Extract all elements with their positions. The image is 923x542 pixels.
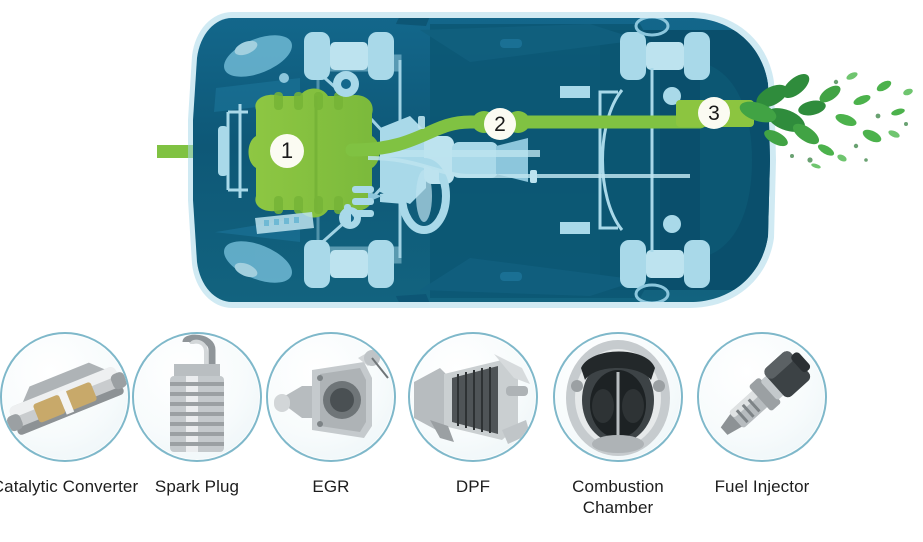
pedal-cluster xyxy=(344,186,374,226)
marker-2[interactable]: 2 xyxy=(484,108,516,140)
dpf-filter-thumbnail[interactable] xyxy=(408,332,538,462)
engine-block xyxy=(248,88,380,218)
car-cutaway-diagram: 1 2 3 xyxy=(157,12,913,308)
headlight-group xyxy=(224,35,292,283)
combustion-chamber-thumbnail[interactable] xyxy=(553,332,683,462)
marker-2-label: 2 xyxy=(494,113,506,136)
component-label: EGR xyxy=(312,477,350,496)
component-catalytic-converter[interactable]: Catalytic Converter xyxy=(0,332,140,497)
front-wheel-right xyxy=(304,240,394,288)
door-handle-group xyxy=(500,39,522,281)
radiator xyxy=(218,104,248,198)
component-label: Combustion Chamber xyxy=(572,477,664,517)
component-fuel-injector[interactable]: Fuel Injector xyxy=(687,332,837,497)
windshield-sheen xyxy=(420,24,640,62)
rear-window-sheen xyxy=(420,258,640,296)
component-label: Fuel Injector xyxy=(714,477,810,496)
marker-3-label: 3 xyxy=(708,102,720,125)
combustion-chamber-icon xyxy=(566,340,670,456)
component-combustion-chamber[interactable]: Combustion Chamber xyxy=(543,332,693,518)
marker-3[interactable]: 3 xyxy=(698,97,730,129)
rear-wheel-right xyxy=(620,240,710,302)
component-egr[interactable]: EGR xyxy=(256,332,406,497)
component-label: DPF xyxy=(455,477,491,496)
component-spark-plug[interactable]: Spark Plug xyxy=(122,332,272,497)
component-dpf[interactable]: DPF xyxy=(398,332,548,497)
front-wheel-left xyxy=(304,32,394,80)
spark-plug-icon xyxy=(170,334,224,452)
component-thumbnail-strip: Catalytic Converter xyxy=(0,332,923,542)
catalytic-converter-thumbnail[interactable] xyxy=(0,332,130,462)
rear-wheel-left xyxy=(620,18,710,80)
marker-1[interactable]: 1 xyxy=(270,134,304,168)
fuel-injector-thumbnail[interactable] xyxy=(697,332,827,462)
dpf-filter-icon xyxy=(414,354,530,444)
marker-1-label: 1 xyxy=(281,138,293,163)
rear-suspension xyxy=(560,68,681,252)
spark-plug-thumbnail[interactable] xyxy=(132,332,262,462)
egr-valve-thumbnail[interactable] xyxy=(266,332,396,462)
egr-valve-icon xyxy=(274,350,389,438)
component-label: Catalytic Converter xyxy=(0,477,139,496)
side-mirror-group xyxy=(396,18,430,302)
component-label: Spark Plug xyxy=(154,477,240,496)
catalytic-converter-icon xyxy=(6,362,127,435)
fuel-injector-icon xyxy=(720,351,811,435)
leaf-cloud xyxy=(739,72,913,169)
